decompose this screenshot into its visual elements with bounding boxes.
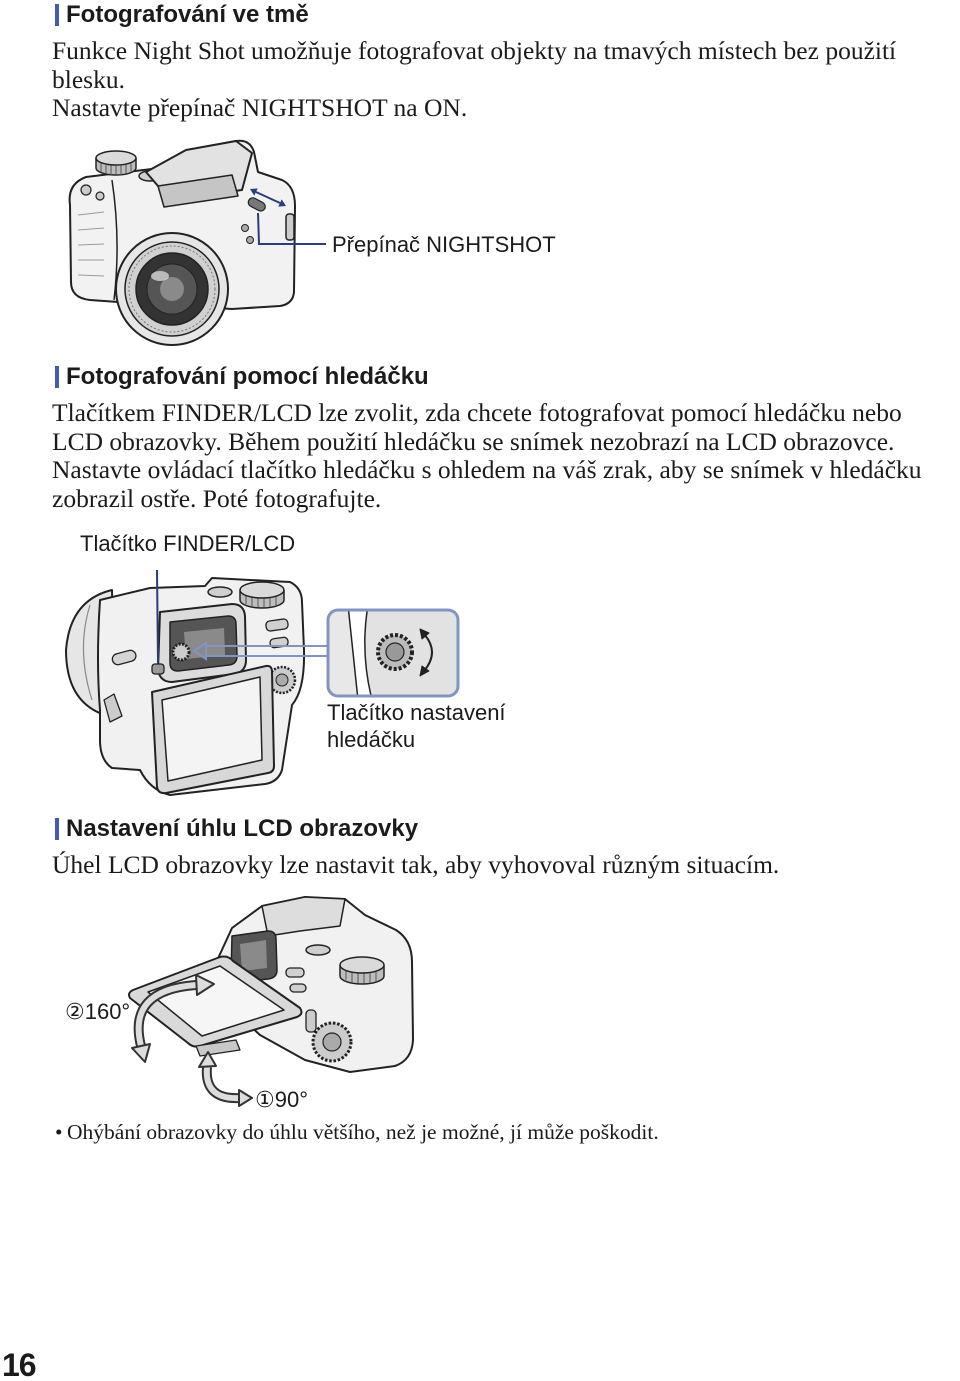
camera-back-illustration [65, 577, 306, 796]
text-line: blesku. [52, 64, 125, 94]
viewfinder-eyepiece [230, 930, 278, 983]
section-text-lcd-angle: Úhel LCD obrazovky lze nastavit tak, aby… [52, 850, 780, 880]
page-number: 16 [2, 1347, 37, 1381]
text-line: zobrazil ostře. Poté fotografujte. [52, 483, 382, 513]
lens-icon [115, 232, 229, 346]
shutter-button-icon [207, 586, 233, 598]
note-bullet: • [55, 1120, 63, 1144]
finder-button-label: Tlačítko FINDER/LCD [80, 531, 296, 556]
text-line: Funkce Night Shot umožňuje fotografovat … [52, 36, 897, 65]
mode-dial-icon [339, 956, 385, 985]
nightshot-callout-line [257, 212, 326, 245]
nightshot-switch-icon [247, 197, 266, 212]
text-line: Nastavte přepínač NIGHTSHOT na ON. [52, 93, 468, 122]
finder-lcd-button-icon [151, 663, 165, 675]
section-heading-night: Fotografování ve tmě [66, 1, 309, 28]
text-line: Nastavte ovládací tlačítko hledáčku s oh… [52, 455, 922, 484]
heading-accent-bar [55, 4, 59, 26]
angle-160-label: ②160° [65, 999, 131, 1024]
rotate-90-arrow-icon [198, 1051, 253, 1107]
lcd-screen [161, 676, 263, 782]
finder-button-callout-line [156, 569, 159, 663]
heading-accent-bar [55, 818, 59, 840]
camera-front-illustration [68, 139, 296, 346]
heading-accent-bar [55, 366, 59, 388]
text-line: LCD obrazovky. Během použití hledáčku se… [52, 426, 895, 456]
camera-tilted-lcd-illustration [128, 896, 414, 1073]
lcd-panel [151, 664, 275, 795]
section-heading-finder: Fotografování pomocí hledáčku [66, 363, 429, 390]
flash-window [157, 174, 239, 208]
diopter-closeup-inset [326, 608, 460, 698]
slide-direction-arrow-icon [250, 188, 286, 207]
text-line: Tlačítkem FINDER/LCD lze zvolit, zda chc… [52, 398, 902, 427]
finder-figure [65, 569, 460, 796]
diopter-label-line1: Tlačítko nastavení [327, 700, 506, 725]
viewfinder-eyepiece [157, 603, 247, 683]
angle-90-label: ①90° [255, 1087, 308, 1112]
shutter-button-icon [305, 944, 331, 956]
rotate-arrow-icon [419, 628, 433, 677]
text-line: Úhel LCD obrazovky lze nastavit tak, aby… [52, 850, 780, 879]
mode-dial-icon [239, 581, 285, 609]
nightshot-figure [68, 139, 326, 346]
diopter-label-line2: hledáčku [327, 727, 416, 752]
section-heading-lcd-angle: Nastavení úhlu LCD obrazovky [66, 815, 419, 842]
note-text: Ohýbání obrazovky do úhlu většího, než j… [67, 1120, 659, 1144]
nightshot-switch-label: Přepínač NIGHTSHOT [332, 232, 556, 257]
section-text-night: Funkce Night Shot umožňuje fotografovat … [52, 36, 897, 123]
rotate-160-arrow-icon [131, 974, 215, 1063]
section-text-finder: Tlačítkem FINDER/LCD lze zvolit, zda chc… [52, 398, 922, 513]
lcd-angle-figure [128, 896, 414, 1107]
inset-connector [192, 641, 328, 661]
mode-dial-icon [95, 150, 137, 176]
diopter-dial-icon [171, 642, 191, 662]
